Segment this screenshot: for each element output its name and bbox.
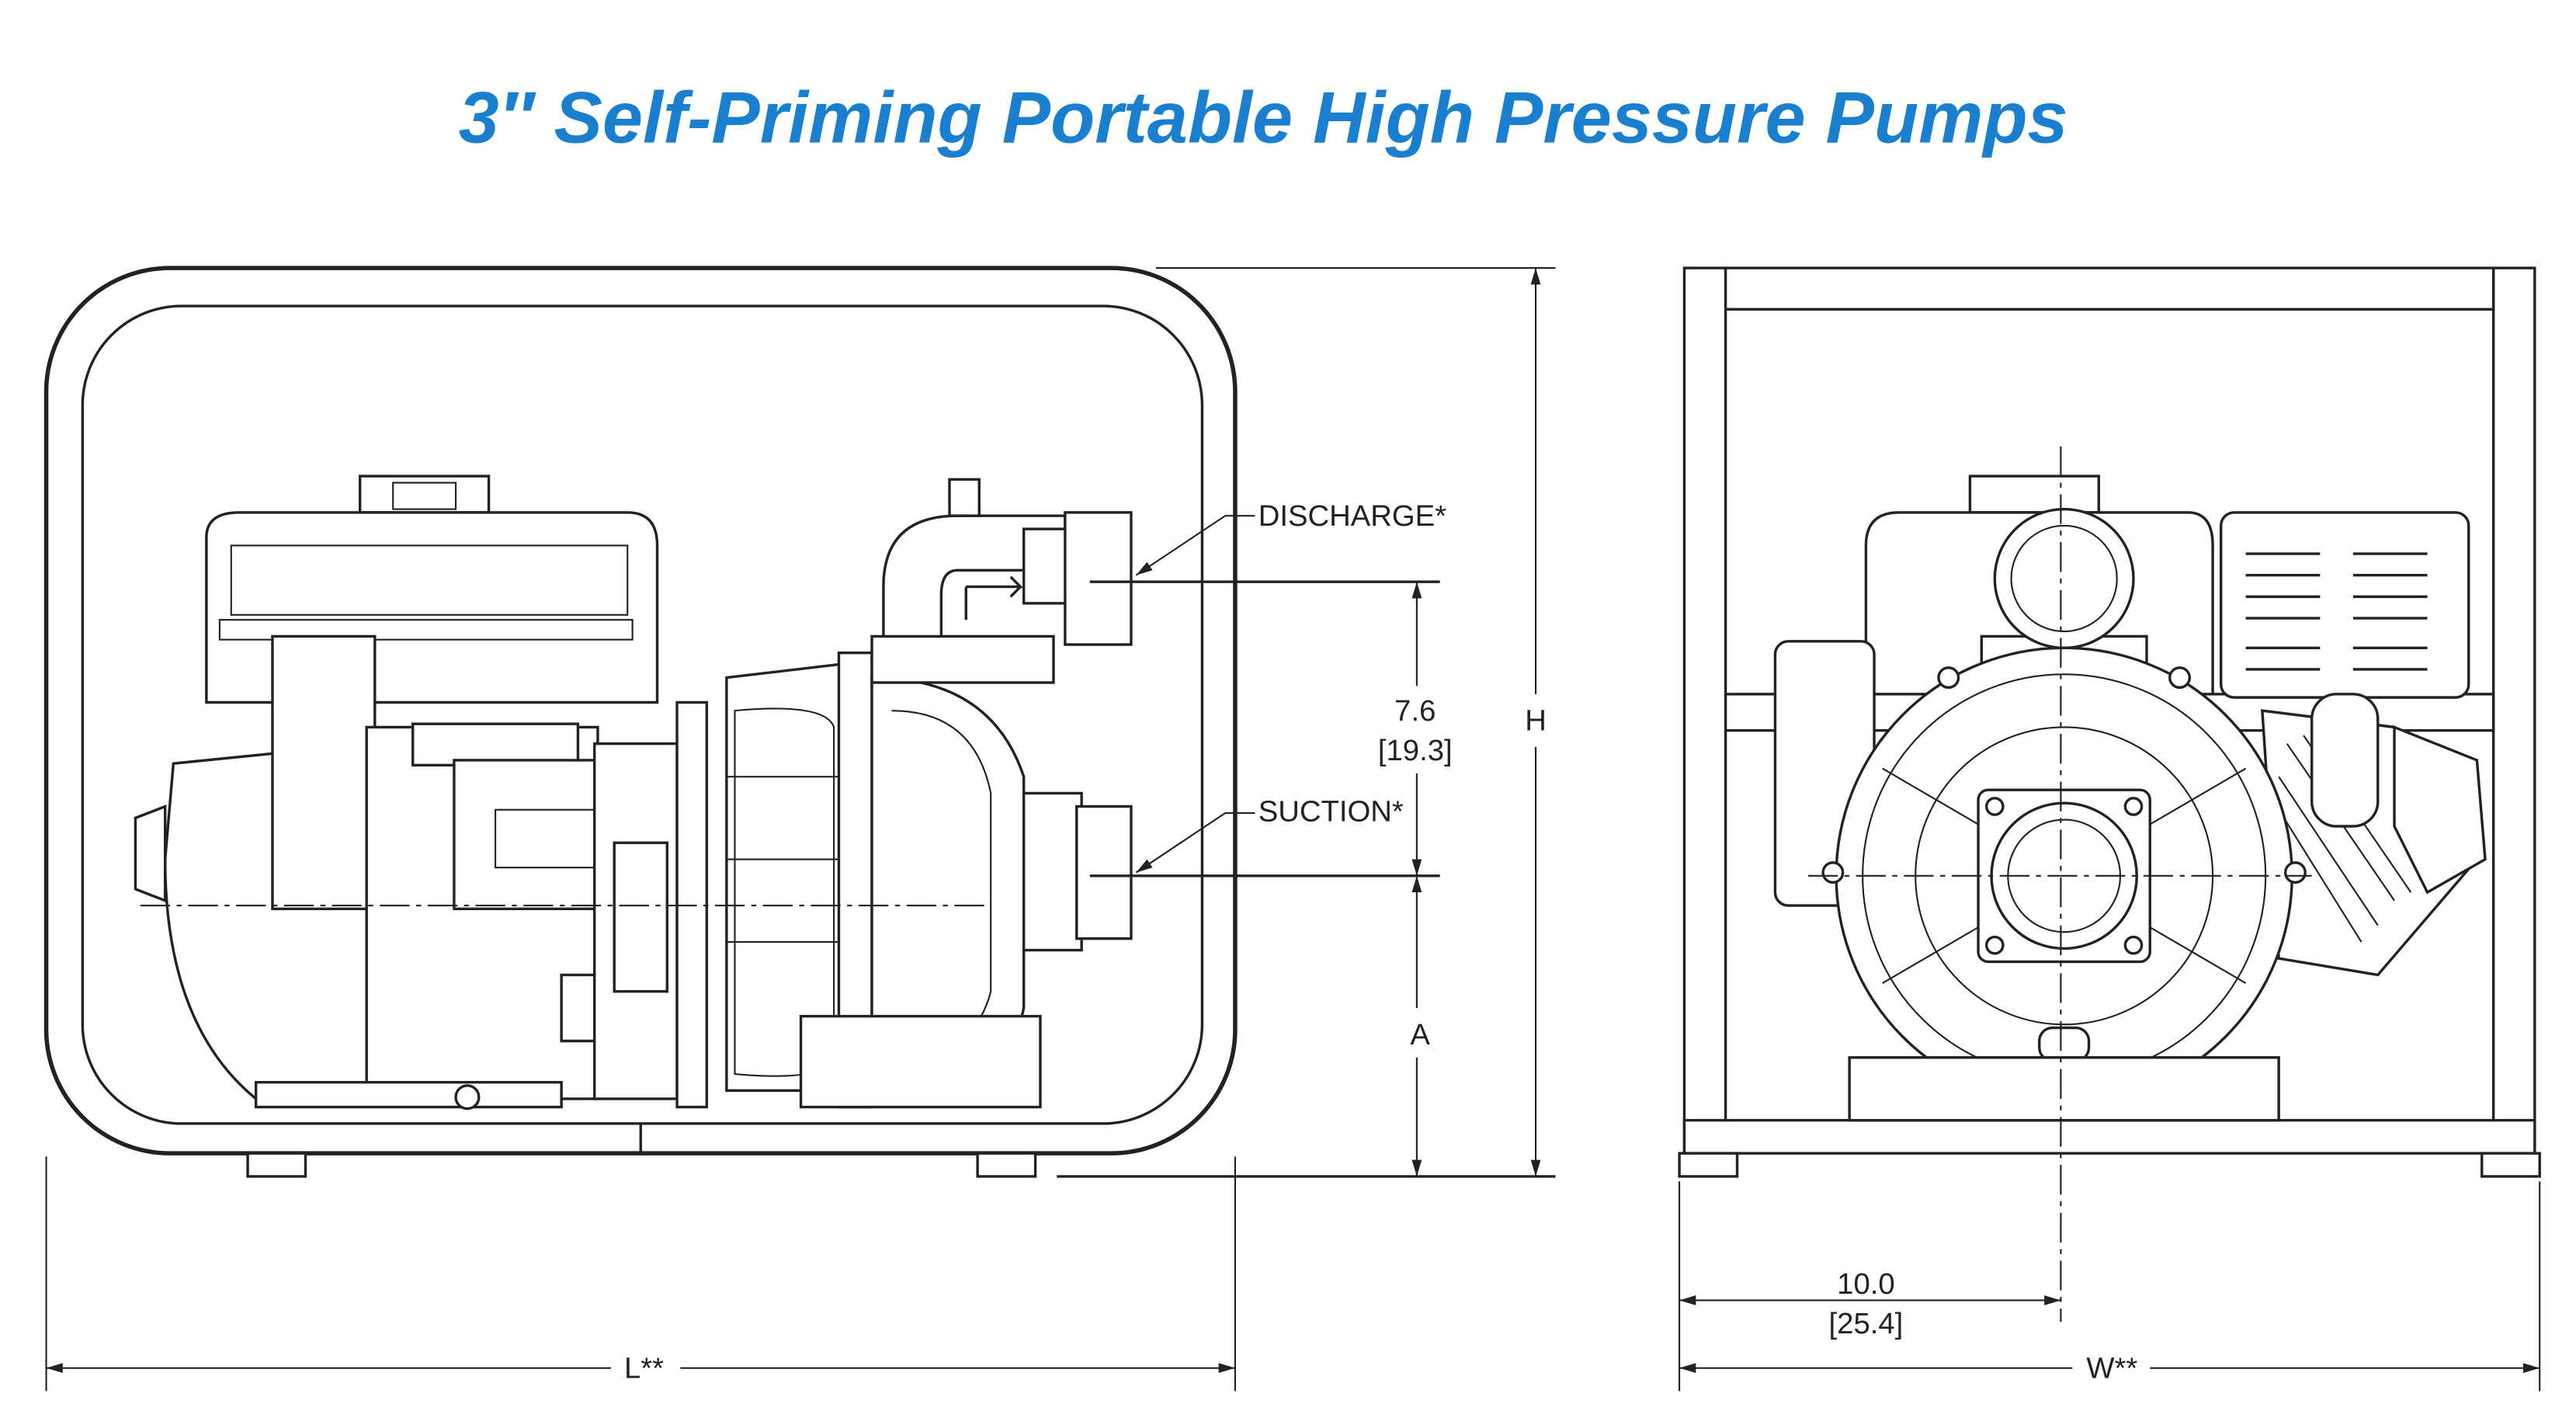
fuel-cap <box>358 474 491 514</box>
page-title: 3″ Self-Priming Portable High Pressure P… <box>459 76 2068 158</box>
suction-port <box>1075 805 1133 940</box>
offset-dim-metric: [19.3] <box>1378 734 1453 767</box>
suction-label: SUCTION* <box>1258 795 1404 829</box>
discharge-port-front <box>1993 507 2135 650</box>
frame-post-right <box>2491 266 2536 1155</box>
frame-post-left <box>1682 266 1727 1155</box>
width-label: W** <box>2086 1351 2137 1385</box>
discharge-port <box>1064 511 1133 646</box>
starter-handle <box>134 805 167 903</box>
foot-right <box>976 1152 1037 1178</box>
height-label: H <box>1525 704 1547 738</box>
frame-top-bar <box>1724 266 2495 311</box>
center-dim-value: 10.0 <box>1837 1267 1894 1301</box>
engine <box>134 474 709 1110</box>
length-label: L** <box>624 1351 664 1385</box>
frame-base <box>1682 1118 2536 1155</box>
suction-height-label: A <box>1410 1018 1430 1051</box>
foot-left <box>246 1152 307 1178</box>
center-dim-metric: [25.4] <box>1829 1307 1904 1340</box>
side-frame-inner <box>81 304 1204 1125</box>
side-view: DISCHARGE* SUCTION* 7.6 [19.3] A H L** <box>43 266 1556 1392</box>
air-filter <box>271 634 377 911</box>
drain-plug <box>2038 1026 2091 1062</box>
discharge-label: DISCHARGE* <box>1258 499 1447 533</box>
offset-dim-value: 7.6 <box>1394 694 1436 728</box>
front-view: 10.0 [25.4] W** <box>1678 266 2541 1392</box>
pump-casing <box>725 478 1133 1109</box>
